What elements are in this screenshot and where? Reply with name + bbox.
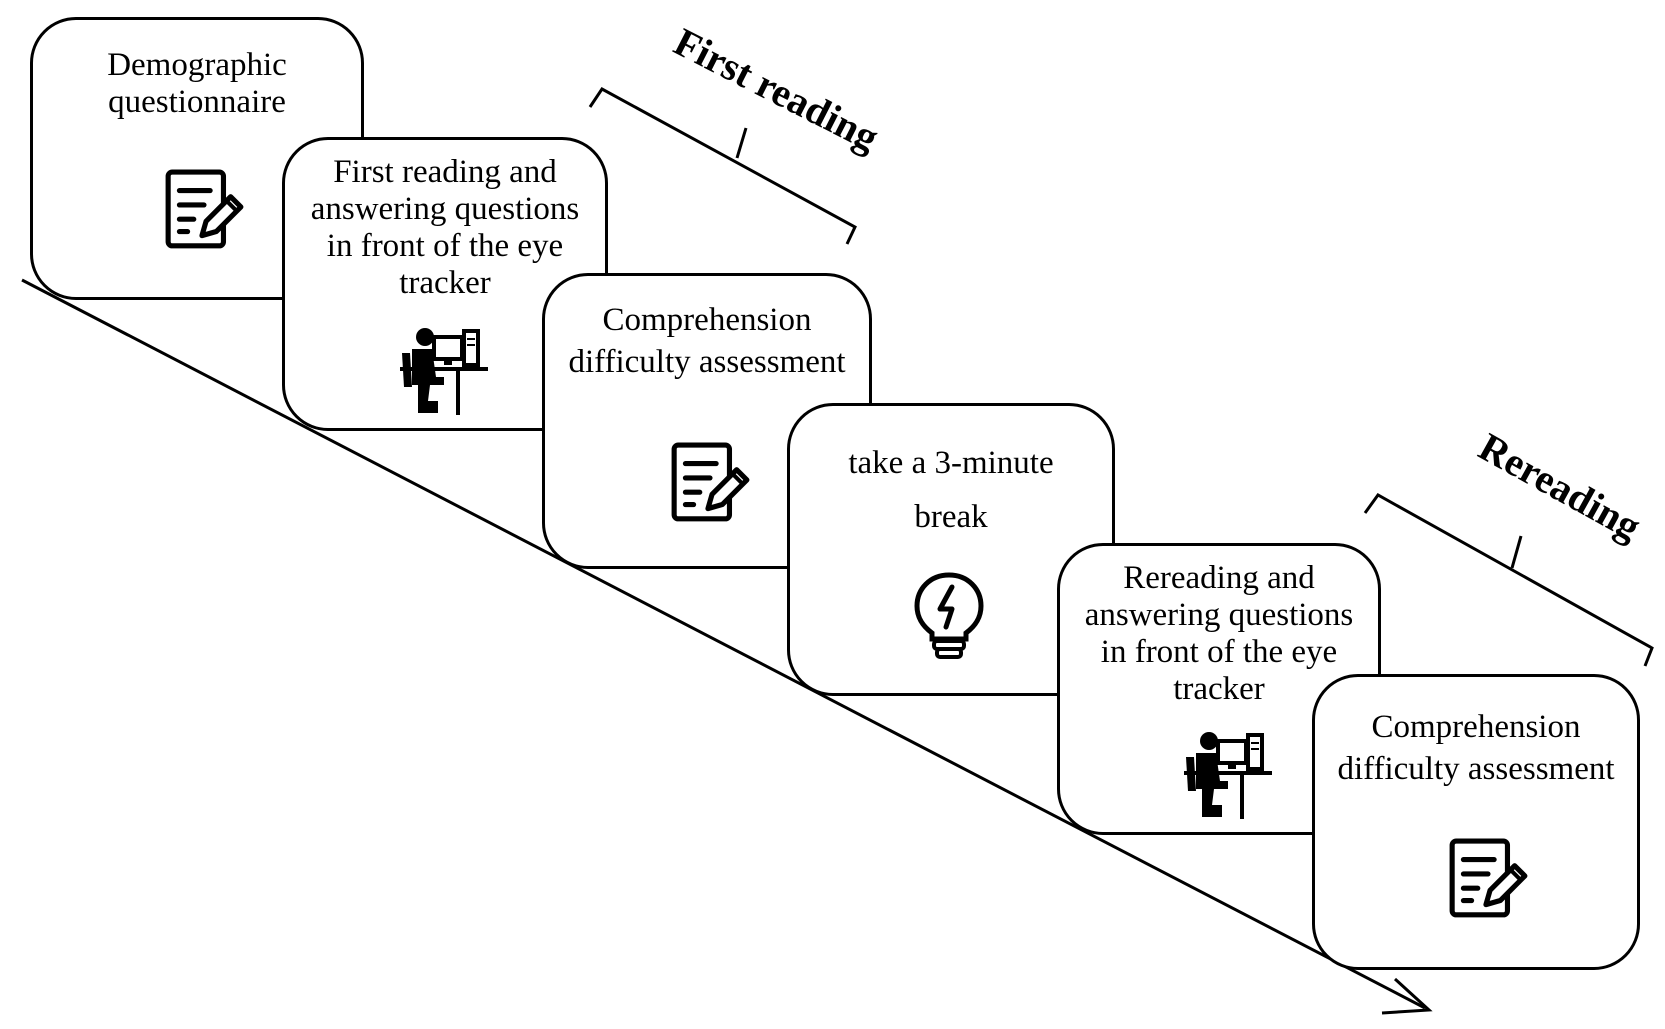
first-reading-bracket [588, 87, 857, 245]
step-label: Comprehension difficulty assessment [568, 302, 846, 380]
step-label: Comprehension difficulty assessment [1337, 709, 1615, 787]
person-at-computer-icon [1184, 731, 1274, 819]
step-label: take a 3-minute break [848, 445, 1054, 535]
lightbulb-icon [912, 571, 986, 661]
form-edit-icon [669, 441, 751, 525]
step-label: Rereading and answering questions in fro… [1084, 560, 1354, 707]
form-edit-icon [163, 168, 245, 252]
step-label: Demographic questionnaire [107, 47, 287, 120]
step-comprehension-assessment-2: Comprehension difficulty assessment [1312, 674, 1640, 970]
step-break: take a 3-minute break [787, 403, 1115, 696]
timeline-arrow [21, 278, 1433, 1015]
rereading-bracket [1363, 493, 1654, 667]
person-at-computer-icon [400, 327, 490, 415]
form-edit-icon [1447, 837, 1529, 921]
step-label: First reading and answering questions in… [310, 154, 580, 301]
